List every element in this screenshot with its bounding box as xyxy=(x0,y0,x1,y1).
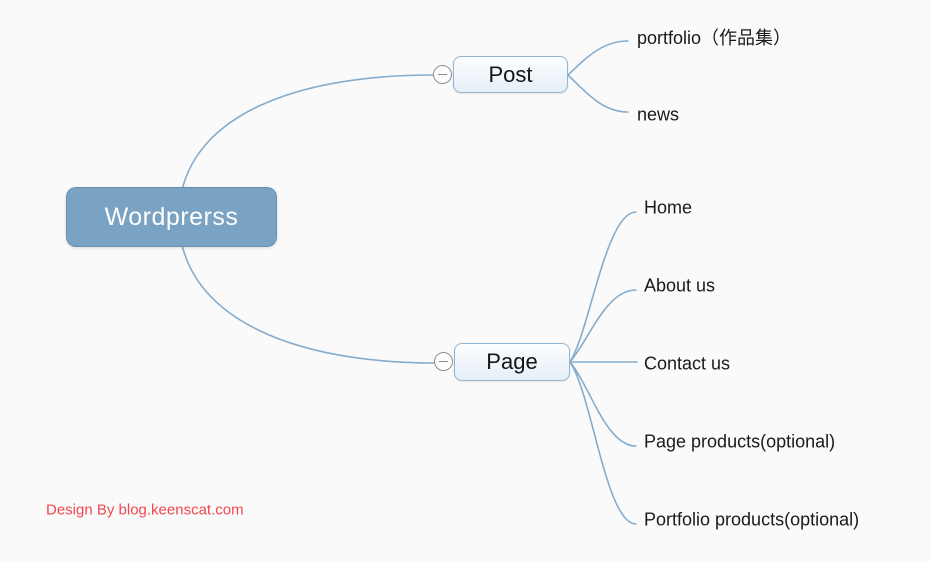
edge-post-news xyxy=(567,74,629,113)
edge-page-pageproducts xyxy=(569,361,637,447)
edge-page-home xyxy=(569,211,637,363)
edge-root-post xyxy=(179,74,436,201)
edge-post-portfolio xyxy=(567,40,629,76)
credit-text: Design By blog.keenscat.com xyxy=(46,501,244,519)
branch-node-post[interactable]: Post xyxy=(453,56,568,93)
branch-node-page[interactable]: Page xyxy=(454,343,570,381)
minus-glyph xyxy=(438,74,447,75)
root-node-wordpress[interactable]: Wordprerss xyxy=(66,187,277,247)
leaf-node-contact-us[interactable]: Contact us xyxy=(644,353,731,374)
root-node-label: Wordprerss xyxy=(104,202,239,231)
edge-page-about xyxy=(569,289,637,363)
edge-root-page xyxy=(179,234,437,364)
edge-page-portfolioproducts xyxy=(569,361,637,525)
leaf-node-news[interactable]: news xyxy=(637,104,680,125)
collapse-minus-icon-page[interactable] xyxy=(434,352,453,371)
leaf-node-page-products[interactable]: Page products(optional) xyxy=(644,431,836,452)
minus-glyph xyxy=(439,361,448,362)
branch-page-label: Page xyxy=(486,349,538,374)
collapse-minus-icon-post[interactable] xyxy=(433,65,452,84)
leaf-node-portfolio-products[interactable]: Portfolio products(optional) xyxy=(644,509,860,530)
leaf-node-about-us[interactable]: About us xyxy=(644,275,716,296)
branch-post-label: Post xyxy=(488,61,533,87)
leaf-node-portfolio[interactable]: portfolio（作品集） xyxy=(637,28,792,48)
leaf-node-home[interactable]: Home xyxy=(644,197,693,218)
